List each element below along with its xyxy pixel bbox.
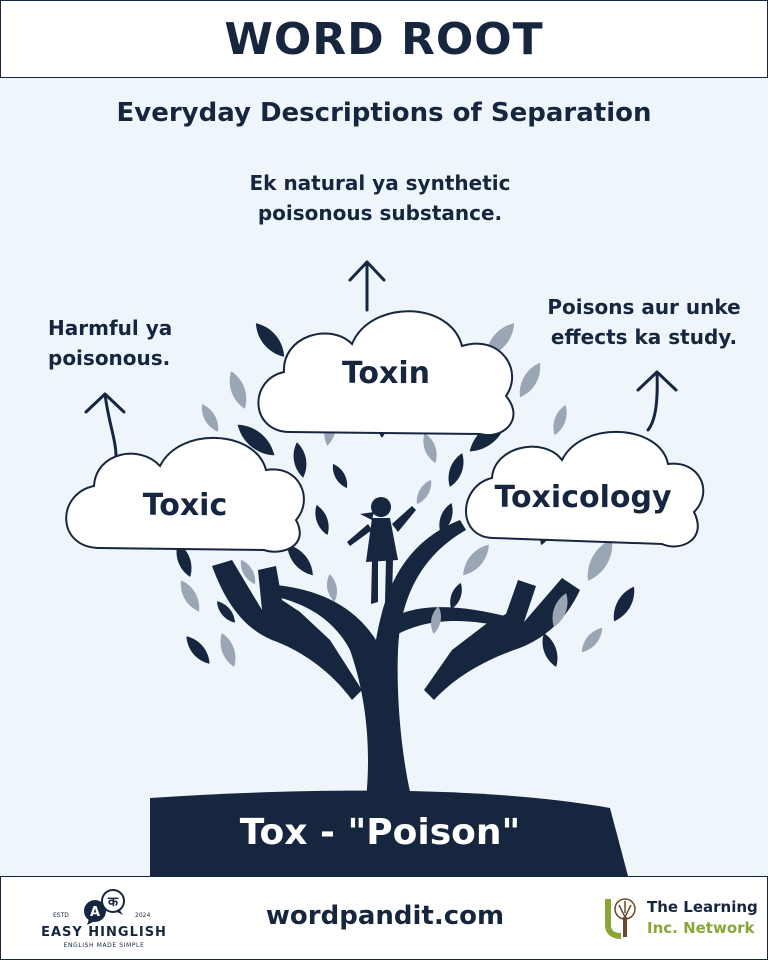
meaning-toxin: Ek natural ya synthetic poisonous substa…: [249, 171, 511, 225]
leaf: [423, 432, 437, 464]
tree-logo-icon: [605, 898, 636, 939]
leaf: [237, 424, 275, 456]
logo-estd: ESTD: [53, 912, 69, 919]
logo-name-line1: The Learning: [647, 898, 758, 916]
speech-bubbles-icon: A क: [84, 889, 125, 925]
leaf: [519, 362, 541, 398]
logo-year: 2024: [135, 912, 151, 919]
arrow-up-center: [348, 260, 386, 312]
website-link[interactable]: wordpandit.com: [265, 901, 505, 931]
leaf: [448, 453, 464, 487]
leaf: [217, 601, 235, 623]
word-toxin: Toxin: [341, 356, 431, 391]
word-toxic: Toxic: [142, 488, 228, 523]
child-figure: [347, 497, 416, 604]
leaf: [287, 544, 313, 576]
arrow-up-right: [636, 370, 678, 432]
leaf: [240, 559, 256, 585]
leaf: [439, 502, 453, 534]
left-hand: [212, 560, 362, 700]
svg-text:A: A: [90, 905, 100, 920]
ground-mound: [150, 790, 628, 876]
leaf: [315, 504, 329, 536]
cloud-toxicology: [465, 430, 705, 548]
leaf: [581, 627, 603, 653]
tree-branch: [388, 607, 520, 636]
word-toxicology: Toxicology: [494, 480, 672, 515]
leaf: [327, 574, 337, 602]
page-title: WORD ROOT: [224, 13, 544, 65]
leaf: [450, 582, 462, 610]
leaf: [416, 479, 432, 505]
meaning-toxic: Harmful ya poisonous.: [48, 316, 173, 370]
learning-inc-logo: The Learning Inc. Network: [599, 895, 759, 945]
cloud-toxic: [65, 436, 305, 553]
cloud-toxin: [257, 310, 515, 437]
leaf: [176, 543, 192, 577]
arrows: [84, 260, 678, 458]
leaf: [255, 323, 285, 357]
leaf: [180, 580, 200, 612]
leaf: [186, 636, 210, 664]
leaf: [332, 463, 348, 489]
footer-bar: A क ESTD 2024 EASY HINGLISH ENGLISH MADE…: [0, 876, 768, 960]
logo-tagline: ENGLISH MADE SIMPLE: [63, 942, 145, 949]
svg-text:क: क: [107, 895, 119, 910]
root-label: Tox - "Poison": [239, 812, 521, 853]
meaning-toxicology: Poisons aur unke effects ka study.: [547, 295, 741, 349]
logo-name-line2: Inc. Network: [647, 919, 755, 937]
leaf: [220, 633, 236, 667]
leaf: [587, 539, 613, 581]
easy-hinglish-logo: A क ESTD 2024 EASY HINGLISH ENGLISH MADE…: [29, 885, 179, 951]
leaf: [552, 593, 568, 627]
leaf: [463, 544, 489, 576]
leaf: [229, 371, 247, 409]
arrow-up-left: [84, 392, 126, 458]
leaf: [613, 586, 635, 622]
page-subtitle: Everyday Descriptions of Separation: [116, 98, 652, 128]
logo-brand: EASY HINGLISH: [41, 925, 167, 940]
leaf: [542, 633, 558, 667]
leaf: [431, 606, 441, 634]
leaf: [201, 404, 219, 432]
header-bar: WORD ROOT: [0, 0, 768, 78]
right-hand: [424, 578, 580, 700]
leaf: [553, 404, 567, 436]
tree-trunk: [262, 520, 466, 800]
leaf: [293, 442, 307, 478]
